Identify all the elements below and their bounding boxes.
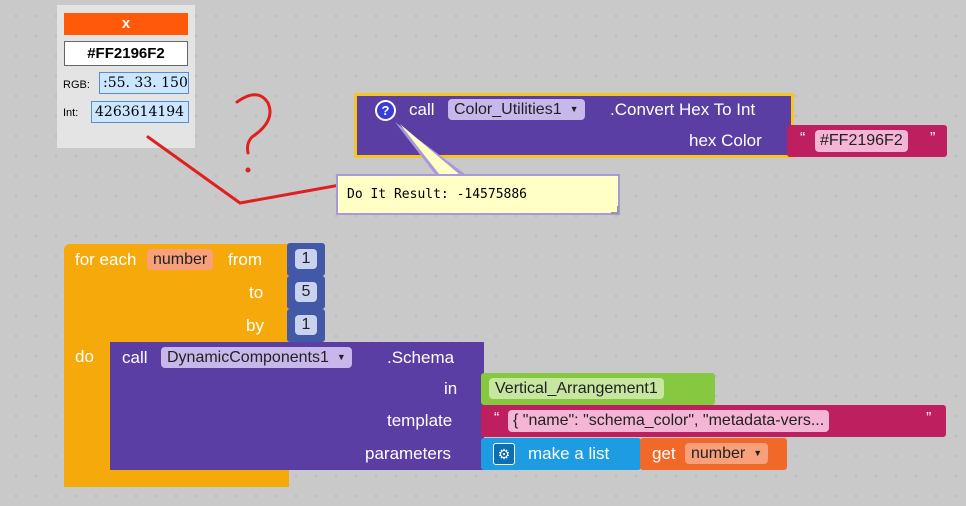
get-label: get xyxy=(652,444,676,463)
resize-handle-icon[interactable] xyxy=(611,206,619,214)
dropdown-arrow-icon: ▼ xyxy=(753,448,763,458)
get-variable-dropdown[interactable]: number ▼ xyxy=(685,443,769,464)
component-dropdown[interactable]: Color_Utilities1 ▼ xyxy=(448,99,585,120)
do-it-result-bubble: Do It Result: -14575886 xyxy=(336,174,620,215)
dropdown-arrow-icon: ▼ xyxy=(569,104,579,114)
to-label: to xyxy=(249,283,264,302)
template-string-value[interactable]: { "name": "schema_color", "metadata-vers… xyxy=(508,410,830,432)
from-label: from xyxy=(228,250,262,269)
by-value[interactable]: 1 xyxy=(295,315,317,335)
parameters-label: parameters xyxy=(365,444,451,463)
component-name: Color_Utilities1 xyxy=(454,101,562,118)
loop-variable[interactable]: number xyxy=(147,249,214,270)
for-each-body-rail xyxy=(64,340,110,480)
do-label: do xyxy=(75,347,94,366)
bubble-pointer xyxy=(395,122,465,174)
hex-color-param-label: hex Color xyxy=(689,131,762,150)
to-value[interactable]: 5 xyxy=(295,282,317,302)
vertical-arrangement-value[interactable]: Vertical_Arrangement1 xyxy=(489,378,664,399)
template-label: template xyxy=(387,411,453,430)
dropdown-arrow-icon: ▼ xyxy=(336,352,346,362)
annotation-scribble xyxy=(146,93,342,205)
schema-call-label: call xyxy=(122,348,148,367)
call-label: call xyxy=(409,100,435,119)
in-label: in xyxy=(444,379,458,398)
int-label: Int: xyxy=(63,107,79,119)
for-each-label: for each xyxy=(75,250,137,269)
open-quote: “ xyxy=(800,130,806,147)
by-label: by xyxy=(246,316,264,335)
hex-string-value[interactable]: #FF2196F2 xyxy=(815,130,908,152)
for-each-footer xyxy=(64,470,289,487)
rgb-field[interactable]: :55. 33. 150 xyxy=(99,72,189,94)
schema-component-dropdown[interactable]: DynamicComponents1 ▼ xyxy=(161,347,352,368)
hex-color-field[interactable]: #FF2196F2 xyxy=(64,41,188,66)
template-open-quote: “ xyxy=(494,410,500,427)
close-quote: ” xyxy=(930,130,936,147)
schema-method-label: .Schema xyxy=(387,348,455,367)
template-close-quote: ” xyxy=(926,410,932,427)
rgb-label: RGB: xyxy=(63,79,90,91)
gear-icon[interactable]: ⚙ xyxy=(493,443,515,465)
get-variable-name: number xyxy=(691,445,746,462)
from-value[interactable]: 1 xyxy=(295,249,317,269)
close-button[interactable]: x xyxy=(64,13,188,35)
int-field[interactable]: 4263614194 xyxy=(91,101,189,123)
help-icon[interactable]: ? xyxy=(375,100,396,121)
schema-component-name: DynamicComponents1 xyxy=(167,349,329,366)
method-label: .Convert Hex To Int xyxy=(610,100,756,119)
make-a-list-label: make a list xyxy=(528,444,610,463)
